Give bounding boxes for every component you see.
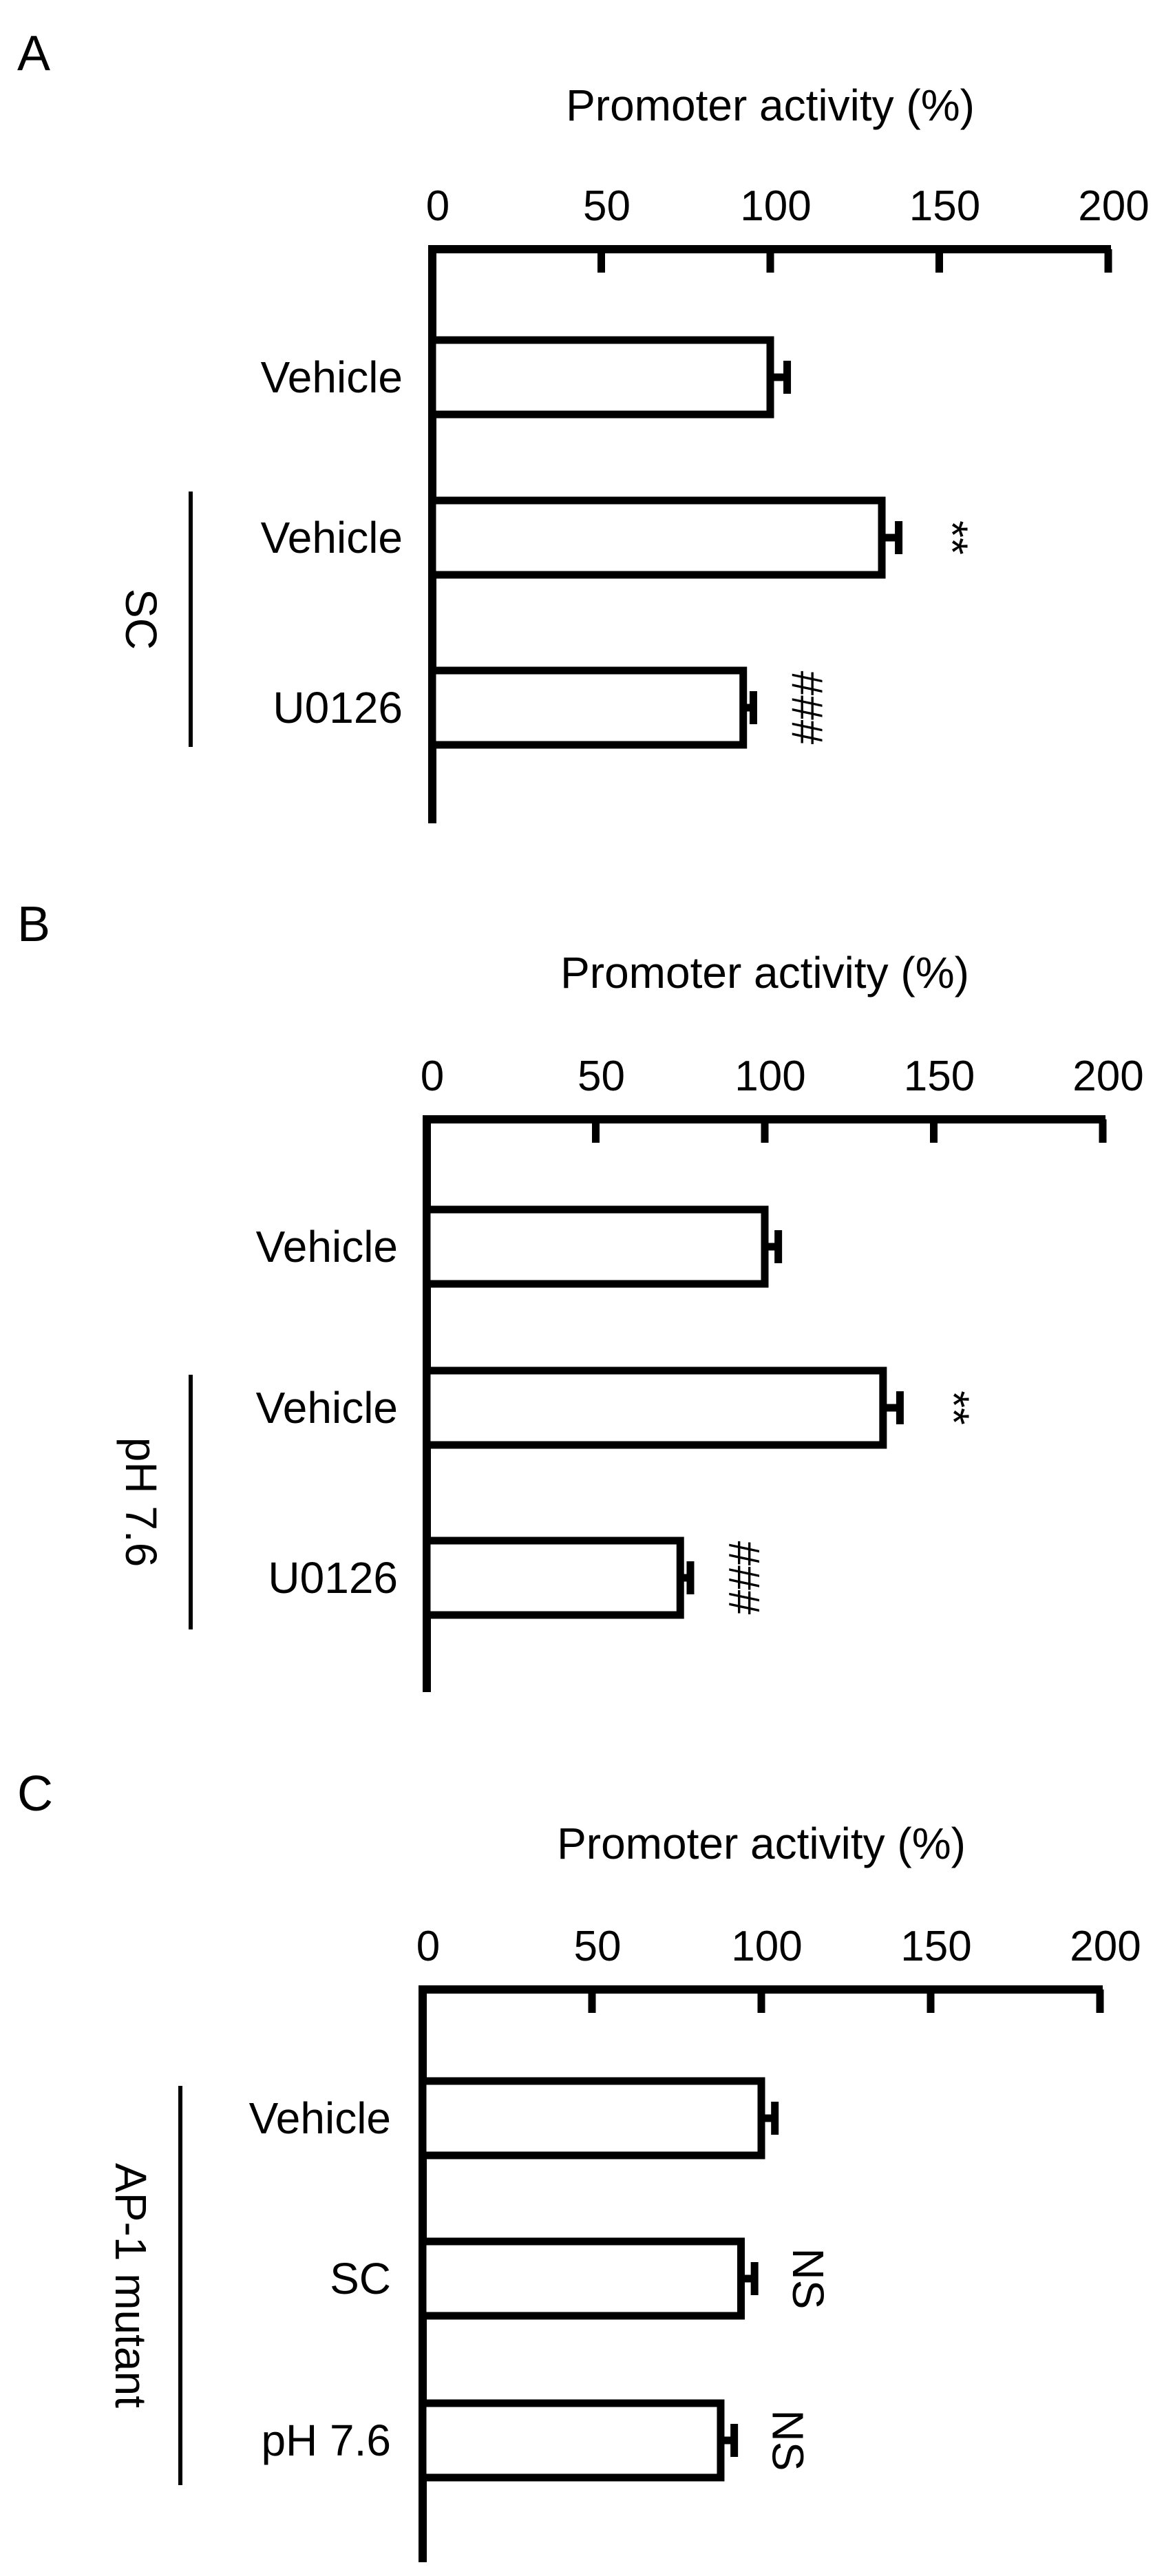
x-tick-label: 200 [1070,1923,1141,1970]
x-tick-label: 150 [904,1053,975,1100]
category-label: Vehicle [261,352,403,402]
significance-annotation: NS [783,2248,833,2310]
bar [423,1205,769,1288]
group-label: AP-1 mutant [106,2163,156,2408]
x-tick-label: 200 [1072,1053,1143,1100]
bar [419,2237,745,2320]
category-label: Vehicle [249,2093,391,2143]
x-tick-label: 100 [731,1923,802,1970]
bar [423,1366,887,1449]
chart-panel-a: A Promoter activity (%) 0 50 100 150 200Vehicl… [17,26,1150,823]
x-tick-label: 100 [740,182,811,230]
bar [419,2077,765,2160]
x-tick-label: 150 [909,182,980,230]
chart-panel-c: C Promoter activity (%) 0 50 100 150 200Vehicl… [17,1766,1141,2562]
x-tick-label: 50 [583,182,631,230]
chart-panel-b: B Promoter activity (%) 0 50 100 150 200Vehicl… [17,897,1144,1692]
panel-letter: C [17,1766,53,1822]
x-axis-title: Promoter activity (%) [566,81,975,130]
bar [423,1537,684,1619]
significance-annotation: NS [763,2410,813,2471]
category-label: pH 7.6 [261,2416,391,2465]
group-label: SC [116,589,166,650]
bar [428,666,748,749]
category-label: SC [330,2254,391,2303]
x-tick-label: 0 [416,1923,440,1970]
x-tick-label: 50 [578,1053,625,1100]
significance-annotation: ### [782,671,832,745]
category-label: U0126 [273,683,403,732]
x-axis-title: Promoter activity (%) [557,1819,966,1868]
x-tick-label: 200 [1078,182,1149,230]
x-axis-title: Promoter activity (%) [560,948,969,997]
category-label: Vehicle [261,513,403,562]
group-label: pH 7.6 [116,1437,166,1567]
x-tick-label: 0 [421,1053,444,1100]
category-label: Vehicle [256,1383,398,1433]
bar [428,496,886,579]
x-tick-label: 50 [574,1923,622,1970]
significance-annotation: ** [929,1391,978,1425]
panel-letter: B [17,897,50,952]
bar [428,336,774,419]
x-tick-label: 0 [426,182,449,230]
bar [419,2399,725,2482]
category-label: U0126 [268,1553,398,1603]
panel-letter: A [17,26,50,81]
x-tick-label: 150 [900,1923,971,1970]
significance-annotation: ### [719,1541,769,1615]
category-label: Vehicle [256,1222,398,1271]
significance-annotation: ** [928,520,977,555]
x-tick-label: 100 [734,1053,805,1100]
